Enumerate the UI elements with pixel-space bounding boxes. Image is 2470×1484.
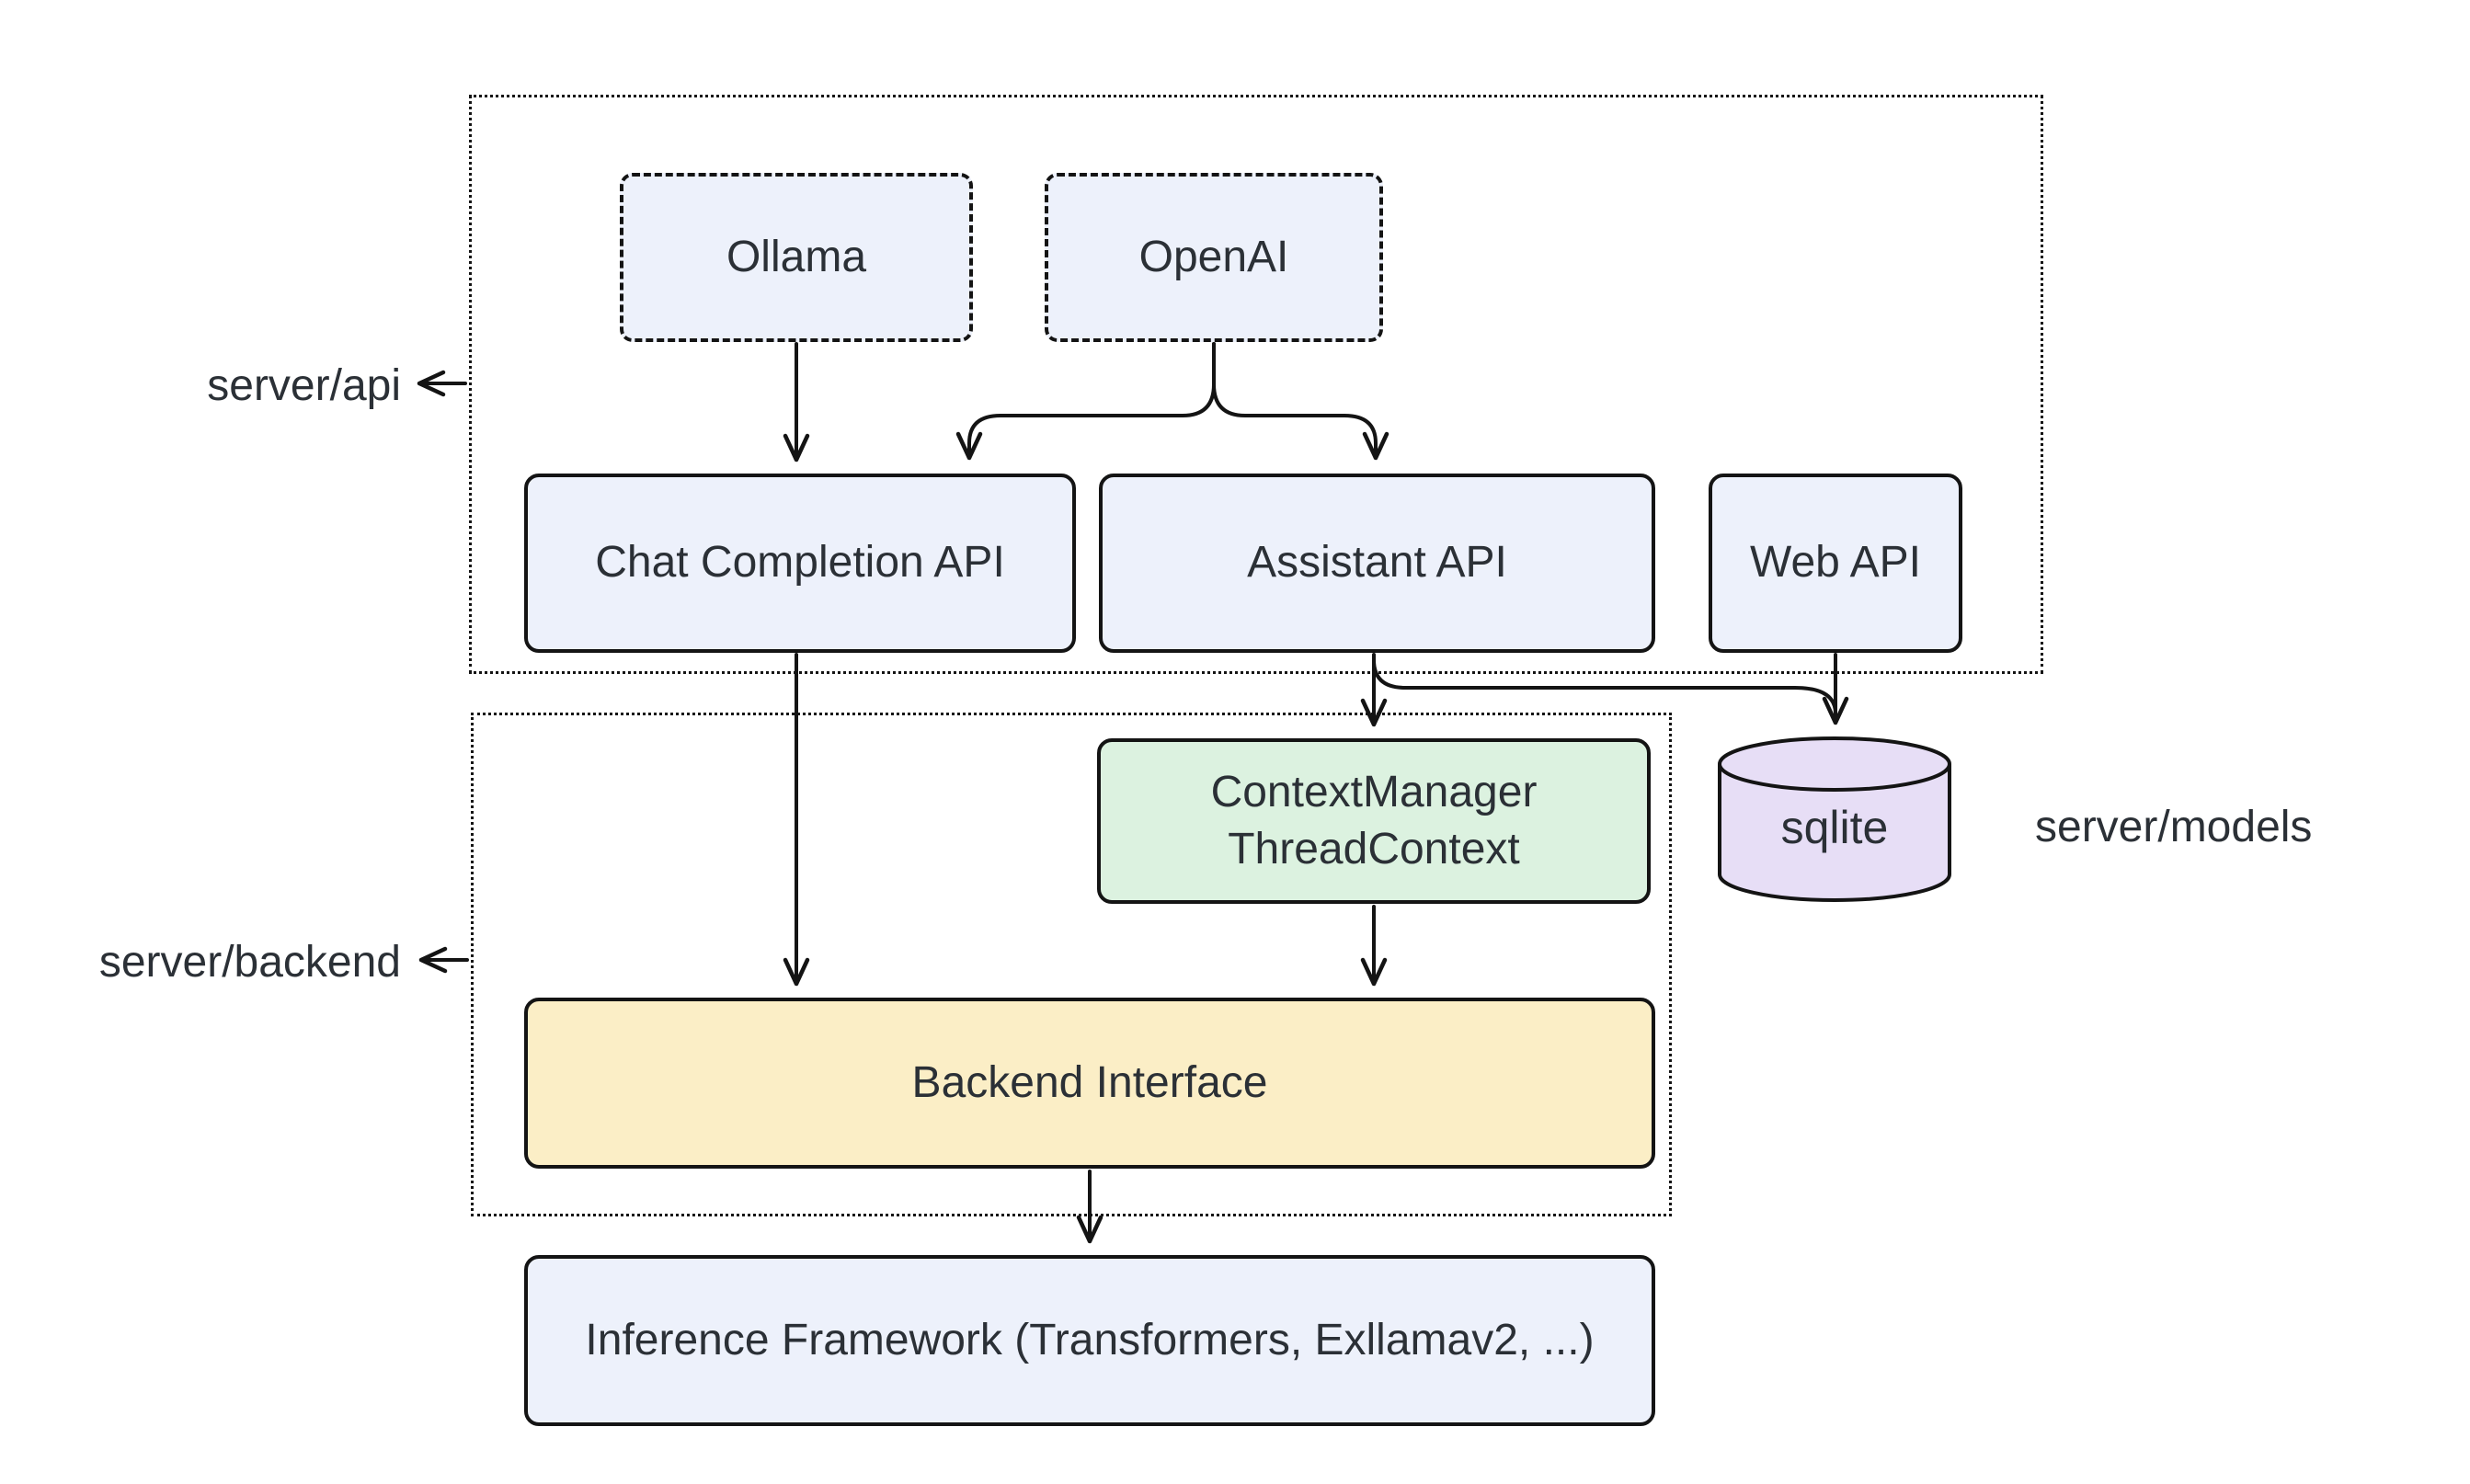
node-inference-framework-label: Inference Framework (Transformers, Exlla…	[585, 1315, 1595, 1364]
server-models-label: server/models	[2035, 803, 2313, 851]
node-sqlite-label: sqlite	[1780, 802, 1889, 853]
node-context-manager: ContextManager ThreadContext	[1097, 738, 1651, 904]
node-sqlite: sqlite	[1716, 735, 1953, 906]
server-backend-label: server/backend	[98, 938, 401, 987]
node-ollama-label: Ollama	[726, 232, 867, 281]
server-api-group-border	[469, 95, 2043, 674]
node-openai-label: OpenAI	[1138, 232, 1289, 281]
node-openai: OpenAI	[1045, 173, 1383, 342]
node-backend-interface: Backend Interface	[524, 998, 1655, 1169]
node-inference-framework: Inference Framework (Transformers, Exlla…	[524, 1255, 1655, 1426]
node-web-api-label: Web API	[1750, 538, 1921, 588]
node-context-manager-label-line2: ThreadContext	[1228, 825, 1520, 873]
sqlite-cylinder-shape	[1718, 736, 1951, 902]
server-api-label: server/api	[207, 361, 401, 410]
node-ollama: Ollama	[620, 173, 973, 342]
node-chat-completion-api-label: Chat Completion API	[595, 538, 1005, 588]
node-assistant-api-label: Assistant API	[1247, 538, 1507, 588]
node-backend-interface-label: Backend Interface	[911, 1057, 1268, 1107]
node-assistant-api: Assistant API	[1099, 474, 1655, 653]
server-backend-group-border	[471, 713, 1672, 1216]
node-web-api: Web API	[1709, 474, 1962, 653]
node-context-manager-label-line1: ContextManager	[1210, 767, 1538, 816]
node-chat-completion-api: Chat Completion API	[524, 474, 1076, 653]
